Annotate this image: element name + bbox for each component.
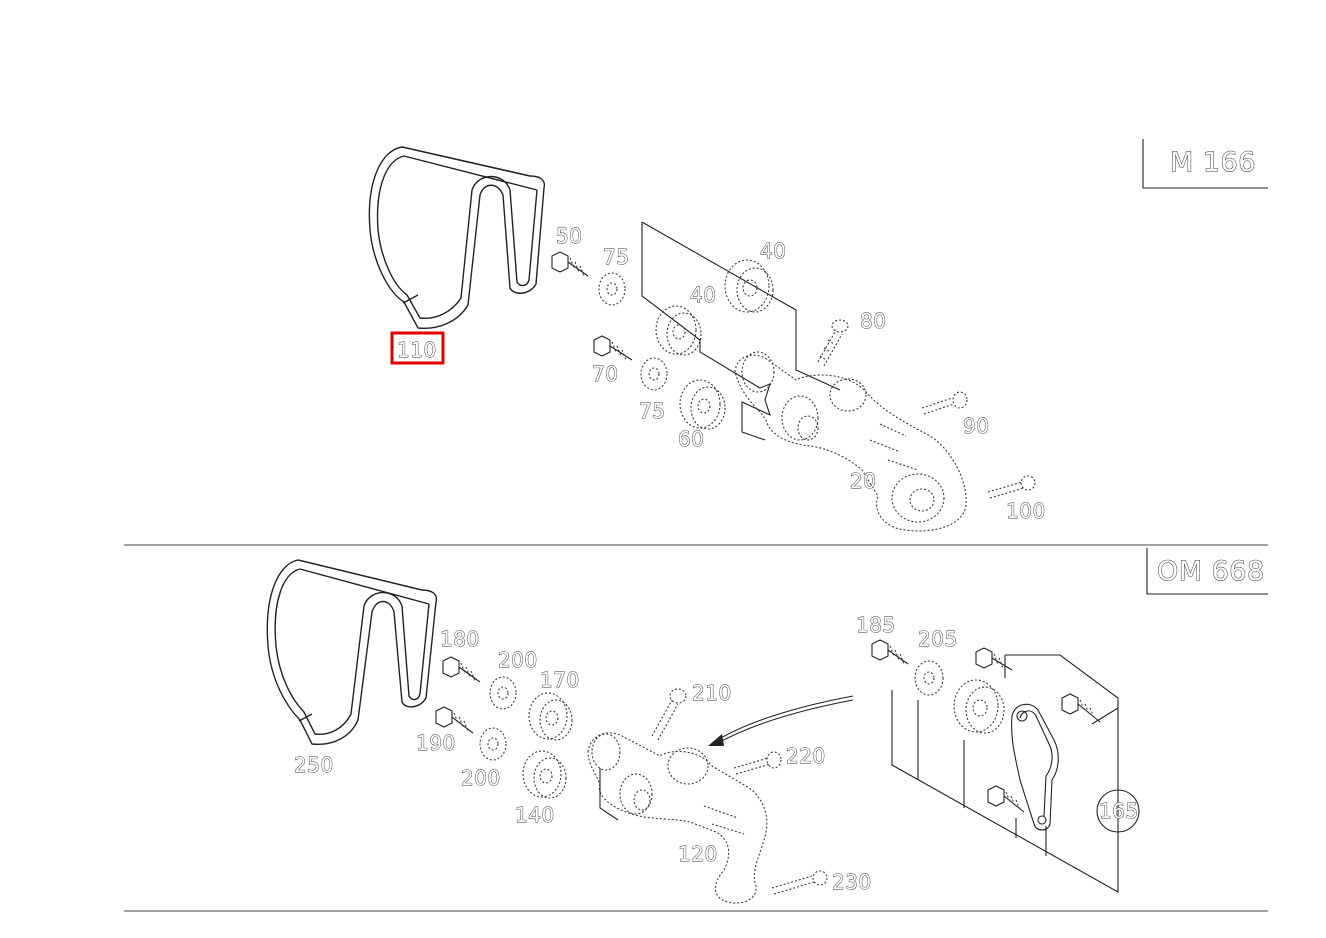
bolt-185[interactable] — [871, 639, 909, 665]
bolt-180[interactable] — [442, 656, 481, 683]
bolt-90[interactable] — [921, 391, 968, 415]
belt-110[interactable] — [368, 146, 546, 329]
callout-110-highlight — [390, 331, 445, 365]
pulley-40-lower[interactable] — [655, 305, 702, 356]
detail-view-165 — [891, 654, 1119, 893]
pulley-170[interactable] — [528, 692, 573, 741]
callout-50[interactable]: 50 — [556, 224, 583, 249]
callout-220[interactable]: 220 — [786, 744, 826, 769]
callout-190[interactable]: 190 — [416, 731, 456, 756]
callout-40-lower[interactable]: 40 — [690, 283, 717, 308]
callout-75-top[interactable]: 75 — [603, 245, 630, 270]
spacer-200-lower[interactable] — [479, 727, 507, 761]
callout-60[interactable]: 60 — [678, 427, 705, 452]
callout-185[interactable]: 185 — [856, 613, 896, 638]
bolt-230[interactable] — [771, 870, 828, 895]
callout-230[interactable]: 230 — [832, 870, 872, 895]
engine-label-m166-text: M 166 — [1170, 147, 1256, 178]
bolt-210[interactable] — [651, 688, 687, 741]
callout-40-upper[interactable]: 40 — [760, 239, 787, 264]
spacer-75-lower[interactable] — [640, 357, 668, 391]
callout-120[interactable]: 120 — [678, 842, 718, 867]
bracket-outline-om668 — [599, 768, 619, 821]
callout-200-lower[interactable]: 200 — [461, 766, 501, 791]
section-m166: M 166 — [368, 139, 1268, 532]
callout-100[interactable]: 100 — [1006, 499, 1046, 524]
spacer-205[interactable] — [914, 660, 944, 696]
callout-165[interactable]: 165 — [1099, 799, 1139, 824]
bolt-220[interactable] — [733, 751, 782, 775]
spacer-200-top[interactable] — [489, 676, 517, 710]
callout-180[interactable]: 180 — [440, 627, 480, 652]
callout-170[interactable]: 170 — [540, 668, 580, 693]
callout-140[interactable]: 140 — [515, 803, 555, 828]
callout-70[interactable]: 70 — [592, 362, 619, 387]
engine-label-m166: M 166 — [1142, 139, 1268, 189]
callout-90[interactable]: 90 — [963, 414, 990, 439]
pulley-60[interactable] — [679, 379, 726, 430]
bolt-detail-bottom[interactable] — [987, 785, 1025, 813]
bolt-190[interactable] — [435, 706, 474, 734]
bolt-70[interactable] — [593, 335, 633, 361]
bolt-80[interactable] — [817, 319, 849, 367]
belt-250[interactable] — [266, 559, 438, 745]
reference-arrow — [708, 695, 854, 746]
tensioner-assembly-120[interactable] — [587, 732, 768, 904]
pulley-140[interactable] — [522, 750, 567, 799]
bracket-outline-m166 — [641, 222, 771, 441]
spacer-75-top[interactable] — [598, 272, 626, 306]
engine-label-om668: OM 668 — [1146, 548, 1268, 595]
callout-165-circle — [1096, 789, 1140, 833]
bolt-50[interactable] — [551, 251, 589, 277]
bolt-100[interactable] — [987, 475, 1036, 499]
callout-110[interactable]: 110 — [397, 338, 437, 363]
callout-200-top[interactable]: 200 — [498, 648, 538, 673]
pulley-detail[interactable] — [953, 679, 1005, 734]
engine-label-om668-text: OM 668 — [1157, 556, 1265, 587]
callout-250[interactable]: 250 — [294, 753, 334, 778]
callout-205[interactable]: 205 — [918, 627, 958, 652]
bracket-165[interactable] — [1011, 703, 1059, 831]
pulley-40-upper[interactable] — [724, 259, 774, 313]
callout-75-lower[interactable]: 75 — [639, 399, 666, 424]
callout-20[interactable]: 20 — [850, 469, 877, 494]
bolt-detail-right[interactable] — [1061, 693, 1101, 723]
section-om668: OM 668 — [266, 548, 1268, 904]
tensioner-assembly-20[interactable] — [734, 351, 967, 532]
callout-80[interactable]: 80 — [860, 309, 887, 334]
callout-210[interactable]: 210 — [692, 681, 732, 706]
bolt-detail-top[interactable] — [975, 647, 1013, 671]
